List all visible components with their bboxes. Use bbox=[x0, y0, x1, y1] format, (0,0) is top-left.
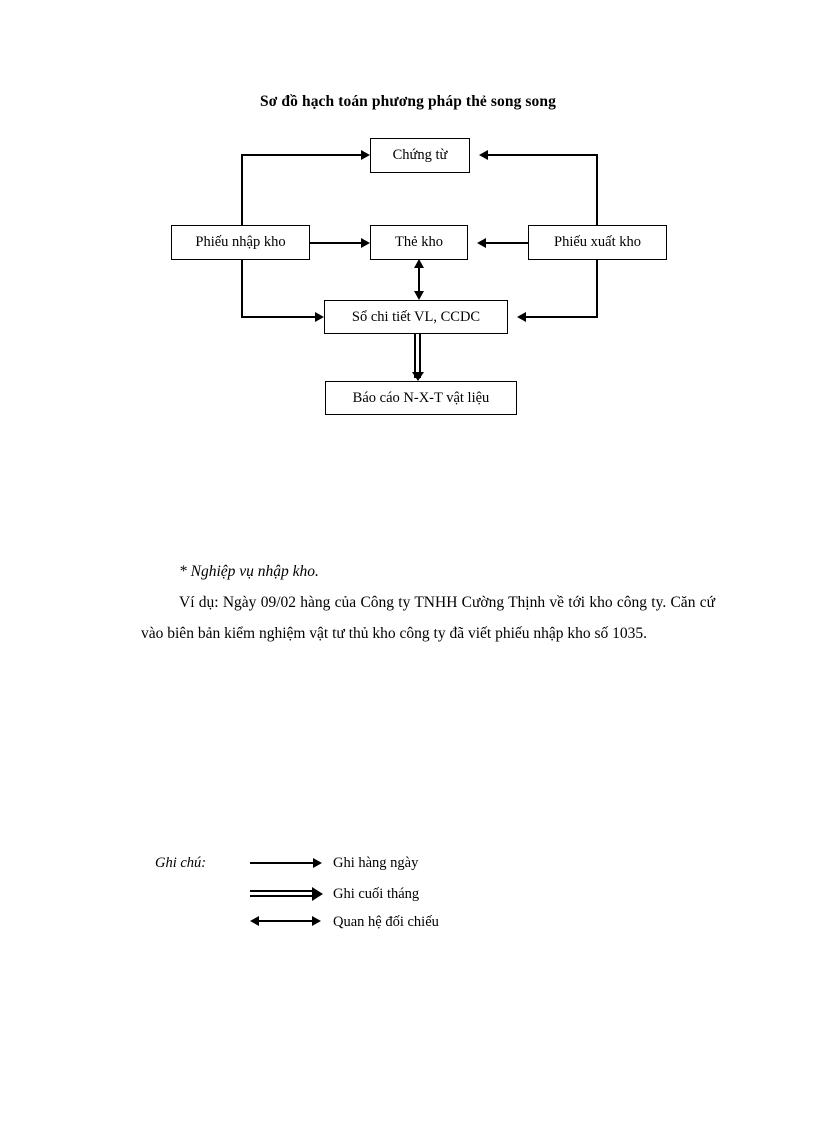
arrowhead-into-baocao bbox=[412, 372, 424, 381]
node-phieu-nhap-kho[interactable]: Phiếu nhập kho bbox=[171, 225, 310, 260]
edge-line-sochitiet-baocao-a bbox=[414, 334, 416, 378]
arrowhead-into-chungtu-right bbox=[479, 150, 488, 160]
edge-line-sochitiet-baocao-b bbox=[419, 334, 421, 378]
page-title: Sơ đồ hạch toán phương pháp thẻ song son… bbox=[260, 93, 556, 110]
body-text: * Nghiệp vụ nhập kho. Ví dụ: Ngày 09/02 … bbox=[141, 556, 715, 649]
arrowhead-into-thekho-left bbox=[361, 238, 370, 248]
double-headed-arrow-icon bbox=[250, 915, 325, 927]
node-bao-cao[interactable]: Báo cáo N-X-T vật liệu bbox=[325, 381, 517, 415]
edge-line-right-to-chungtu bbox=[488, 154, 598, 156]
arrowhead-up-thekho bbox=[414, 259, 424, 268]
edge-line-phieunhap-thekho bbox=[310, 242, 361, 244]
double-line-arrow-icon bbox=[250, 887, 325, 901]
legend-label-daily: Ghi hàng ngày bbox=[333, 855, 419, 871]
node-the-kho[interactable]: Thẻ kho bbox=[370, 225, 468, 260]
edge-line-phieuxuat-thekho bbox=[486, 242, 530, 244]
edge-line-left-dropper bbox=[241, 258, 243, 318]
edge-line-right-riser bbox=[596, 155, 598, 227]
edge-line-right-dropper bbox=[596, 258, 598, 318]
node-chungtu[interactable]: Chứng từ bbox=[370, 138, 470, 173]
node-phieu-xuat-kho[interactable]: Phiếu xuất kho bbox=[528, 225, 667, 260]
legend-label-reconcile: Quan hệ đối chiếu bbox=[333, 914, 439, 930]
node-so-chi-tiet[interactable]: Sổ chi tiết VL, CCDC bbox=[324, 300, 508, 334]
legend-title: Ghi chú: bbox=[155, 855, 207, 871]
arrowhead-into-sochitiet-left bbox=[315, 312, 324, 322]
edge-line-right-to-sochitiet bbox=[526, 316, 598, 318]
flowchart-diagram: Chứng từ Phiếu nhập kho Thẻ kho Phiếu xu… bbox=[0, 0, 816, 520]
arrowhead-into-thekho-right bbox=[477, 238, 486, 248]
edge-line-left-to-sochitiet bbox=[241, 316, 315, 318]
edge-line-left-riser bbox=[241, 155, 243, 227]
arrowhead-down-sochitiet bbox=[414, 291, 424, 300]
single-arrow-icon bbox=[250, 857, 325, 869]
edge-line-left-to-chungtu bbox=[241, 154, 361, 156]
paragraph-note: * Nghiệp vụ nhập kho. bbox=[179, 563, 319, 580]
arrowhead-into-sochitiet-right bbox=[517, 312, 526, 322]
paragraph-example: Ví dụ: Ngày 09/02 hàng của Công ty TNHH … bbox=[141, 594, 715, 642]
arrowhead-into-chungtu-left bbox=[361, 150, 370, 160]
edge-line-thekho-sochitiet bbox=[418, 262, 421, 298]
legend-label-monthly: Ghi cuối tháng bbox=[333, 886, 420, 902]
legend: Ghi chú: Ghi hàng ngày Ghi cuối tháng Qu… bbox=[0, 425, 816, 930]
